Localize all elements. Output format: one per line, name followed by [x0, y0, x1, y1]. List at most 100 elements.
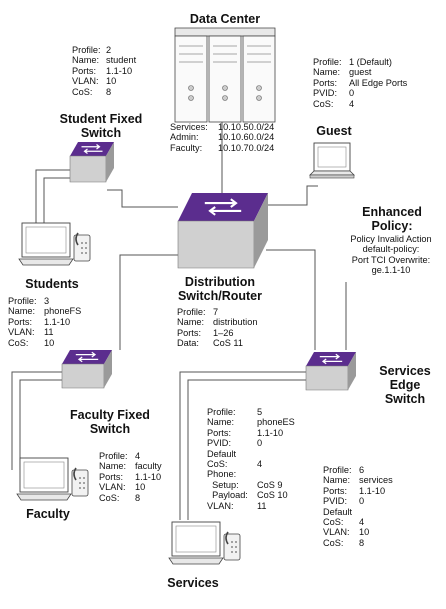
info-key: Name:: [177, 317, 205, 328]
info-row: CoS:8: [99, 493, 162, 503]
info-value: faculty: [135, 461, 162, 472]
info-value: 10.10.60.0/24: [218, 132, 275, 143]
info-row: Name:student: [72, 55, 136, 65]
info-row: Ports:1.1-10: [8, 317, 81, 327]
info-row: Name:phoneES: [207, 417, 295, 427]
policy-line-3: Port TCI Overwrite:: [351, 254, 431, 265]
link-student-students: [35, 169, 70, 228]
info-key: PVID:: [313, 88, 337, 99]
info-row: Admin:10.10.60.0/24: [170, 132, 274, 142]
enhanced-policy-text: Policy Invalid Action default-policy: Po…: [336, 234, 446, 276]
info-key: CoS:: [72, 86, 93, 97]
guest-title: Guest: [316, 124, 352, 138]
services-edge-title-line1: Services: [379, 364, 431, 378]
services-switch-icon: [305, 352, 356, 391]
info-row: PVID: 0: [323, 496, 393, 506]
faculty-switch-icon: [61, 350, 112, 389]
enhanced-policy-title: Enhanced Policy:: [350, 205, 434, 233]
distribution-router-icon: [177, 193, 268, 269]
info-key: Services:: [170, 122, 208, 132]
policy-line-2: default-policy:: [362, 244, 420, 255]
guest-laptop-icon: [309, 142, 355, 179]
info-key: Profile:: [177, 307, 206, 317]
info-key: Ports:: [313, 77, 337, 88]
info-value: 10: [135, 482, 146, 493]
info-value: 5: [257, 407, 263, 417]
info-row: Profile:7: [177, 307, 257, 317]
distribution-title-line2: Switch/Router: [177, 289, 263, 303]
info-key: CoS:: [207, 459, 228, 470]
info-row: Profile:5: [207, 407, 295, 417]
info-key: Name:: [207, 417, 235, 428]
info-value: 1.1-10: [44, 316, 71, 327]
distribution-title-line1: Distribution: [184, 275, 256, 289]
info-row: Name:services: [323, 475, 393, 485]
info-row: CoS:8: [72, 87, 136, 97]
info-row: Ports: 1.1-10: [323, 486, 393, 496]
enhanced-policy-title-line2: Policy:: [371, 219, 413, 233]
faculty-switch-title-line1: Faculty Fixed: [70, 408, 150, 422]
info-key: Name:: [323, 475, 351, 486]
info-key: VLAN:: [207, 500, 234, 511]
info-value: 0: [257, 438, 263, 449]
student-switch-icon: [69, 142, 114, 183]
link-services-pc: [179, 371, 306, 520]
info-value: 6: [359, 465, 365, 475]
info-row: VLAN:10: [99, 482, 162, 492]
info-value: CoS 11: [213, 338, 243, 349]
students-pc-icon: [18, 222, 91, 266]
info-key: Profile:: [99, 451, 128, 461]
students-title: Students: [25, 277, 79, 291]
info-value: 1.1-10: [359, 485, 386, 496]
info-key: Default: [207, 448, 237, 459]
info-value: 8: [359, 537, 365, 548]
info-row: Default: [323, 507, 393, 517]
policy-line-1: Policy Invalid Action: [350, 234, 432, 244]
info-row: Phone:: [207, 469, 295, 479]
services-pc-icon: [168, 521, 241, 565]
info-row: Payload:CoS 10: [207, 490, 295, 500]
info-key: Faculty:: [170, 142, 203, 153]
info-value: distribution: [213, 317, 258, 328]
info-value: 11: [44, 327, 54, 338]
distribution-title: Distribution Switch/Router: [160, 275, 280, 303]
info-key: Profile:: [8, 296, 37, 306]
info-value: guest: [349, 67, 372, 78]
info-row: Profile:3: [8, 296, 81, 306]
info-key: VLAN:: [72, 76, 99, 87]
data-center-title: Data Center: [189, 12, 261, 26]
info-key: Profile:: [313, 57, 342, 67]
info-row: CoS:10: [8, 338, 81, 348]
info-key: CoS:: [323, 517, 344, 528]
connection-lines: [11, 122, 347, 520]
info-key: Profile:: [323, 465, 352, 475]
info-value: 0: [359, 496, 365, 507]
info-value: 11: [257, 500, 267, 511]
info-key: Name:: [8, 306, 36, 317]
info-value: 1–26: [213, 327, 234, 338]
server-rack-icon: [174, 27, 276, 123]
info-key: Ports:: [323, 485, 347, 496]
info-value: 0: [349, 88, 355, 99]
info-row: Ports:1.1-10: [72, 66, 136, 76]
info-key: Profile:: [72, 45, 101, 55]
student-switch-title-line2: Switch: [80, 126, 122, 140]
info-row: PVID:0: [207, 438, 295, 448]
info-key: Name:: [72, 55, 100, 66]
info-value: 1.1-10: [135, 471, 162, 482]
info-key: PVID:: [323, 496, 347, 507]
link-distribution-services: [266, 249, 316, 350]
link-student-distribution: [107, 189, 178, 208]
info-value: phoneFS: [44, 306, 82, 317]
info-value: CoS 9: [257, 479, 283, 490]
info-value: 10: [359, 527, 370, 538]
info-row: VLAN:10: [323, 527, 393, 537]
info-value: All Edge Ports: [349, 77, 408, 88]
info-row: Profile: 6: [323, 465, 393, 475]
info-value: 8: [135, 492, 141, 503]
